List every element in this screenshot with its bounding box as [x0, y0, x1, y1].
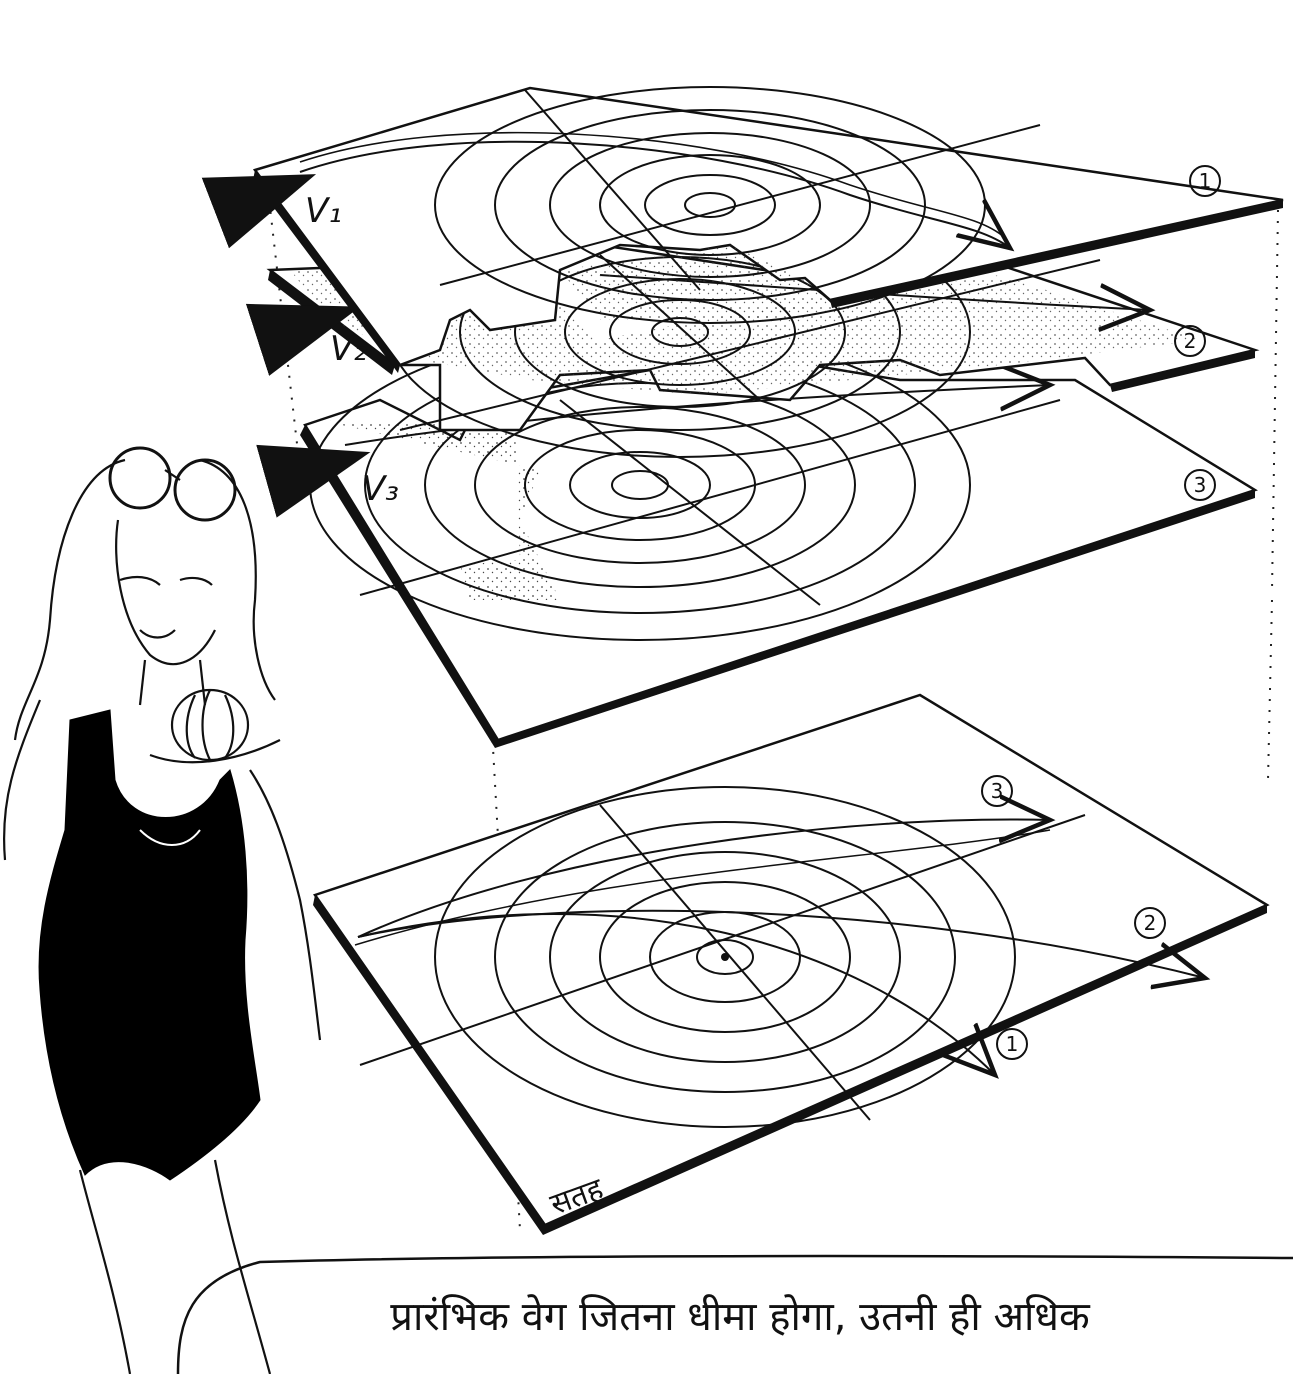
surface-center: [721, 953, 729, 961]
surface-number-1: 1: [1006, 1032, 1019, 1056]
layer-1-number: 1: [1199, 169, 1212, 193]
layer-3-number: 3: [1194, 473, 1207, 497]
surface-plane: 3 2 1 सतह: [313, 695, 1267, 1235]
surface-number-2: 2: [1144, 911, 1157, 935]
v3-label: V₃: [362, 469, 399, 509]
surface-number-3: 3: [991, 779, 1004, 803]
v1-label: V₁: [305, 191, 342, 231]
swimsuit: [39, 710, 260, 1180]
caption-line-1: प्रारंभिक वेग जितना धीमा होगा, उतनी ही अ…: [190, 1292, 1290, 1342]
layer-2-number: 2: [1184, 329, 1197, 353]
v2-label: V₂: [330, 329, 367, 369]
